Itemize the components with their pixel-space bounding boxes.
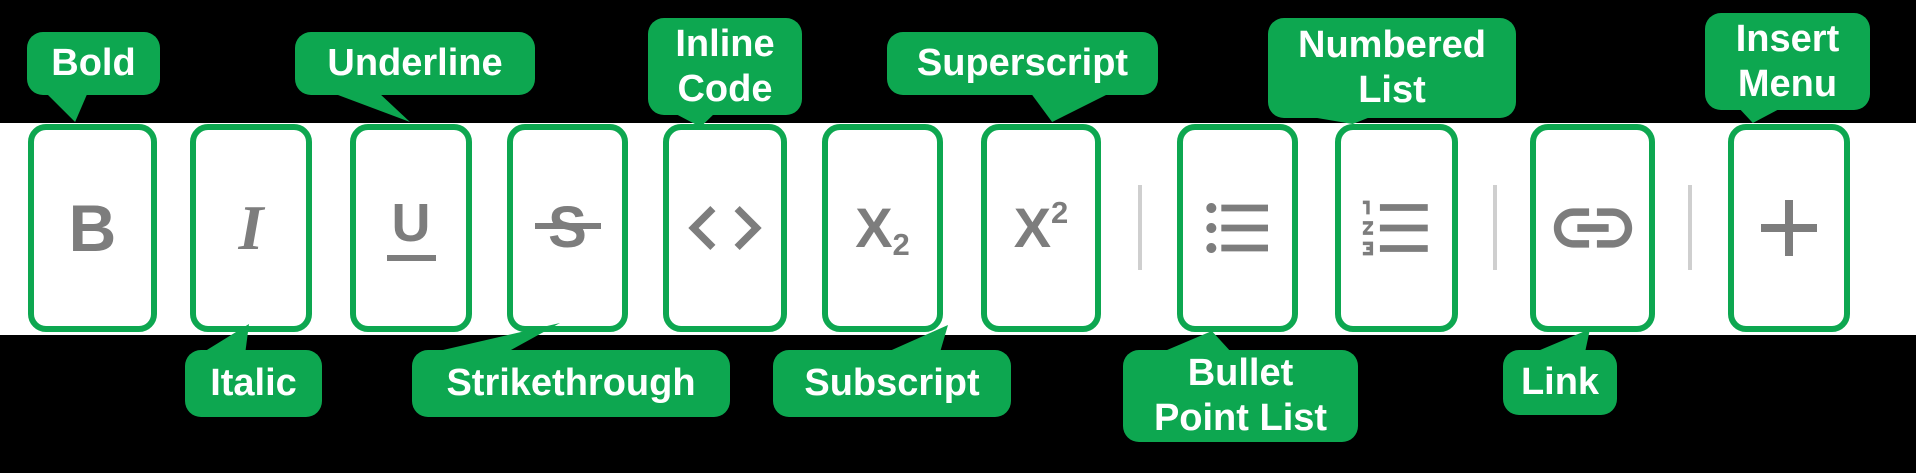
callout-subscript-label: Subscript <box>804 362 980 404</box>
callout-strikethrough-label: Strikethrough <box>446 362 696 404</box>
toolbar-button-italic[interactable]: I <box>190 124 312 332</box>
callout-bold: Bold <box>27 32 160 95</box>
toolbar-button-strikethrough[interactable]: S <box>507 124 628 332</box>
toolbar-divider <box>1493 185 1497 270</box>
callout-bullet-point-list: Bullet Point List <box>1123 350 1358 442</box>
link-icon <box>1553 208 1632 248</box>
callout-numbered-list-label: Numbered List <box>1298 24 1486 111</box>
toolbar-divider <box>1138 185 1142 270</box>
callout-numbered-list: Numbered List <box>1268 18 1516 118</box>
toolbar-divider <box>1688 185 1692 270</box>
toolbar-button-bold[interactable]: B <box>28 124 157 332</box>
callout-superscript: Superscript <box>887 32 1158 95</box>
callout-tail-underline <box>330 92 410 122</box>
bold-icon: B <box>68 191 117 265</box>
callout-insert-menu: Insert Menu <box>1705 13 1870 110</box>
callout-underline-label: Underline <box>327 42 503 84</box>
callout-subscript: Subscript <box>773 350 1011 417</box>
callout-strikethrough: Strikethrough <box>412 350 730 417</box>
bullet-list-icon <box>1205 203 1268 253</box>
callout-tail-superscript <box>1030 92 1112 122</box>
callout-bold-label: Bold <box>51 42 136 84</box>
toolbar-button-insert-menu[interactable] <box>1728 124 1850 332</box>
callout-link: Link <box>1503 350 1617 415</box>
callout-bullet-point-list-label: Bullet Point List <box>1153 352 1328 439</box>
toolbar-button-link[interactable] <box>1530 124 1655 332</box>
code-icon <box>688 206 762 250</box>
toolbar-button-bullet-list[interactable] <box>1177 124 1298 332</box>
callout-underline: Underline <box>295 32 535 95</box>
toolbar-button-underline[interactable]: U <box>350 124 472 332</box>
callout-tail-bold <box>45 92 88 122</box>
strikethrough-icon: S <box>548 195 587 260</box>
callout-italic: Italic <box>185 350 322 417</box>
callout-inline-code: Inline Code <box>648 18 802 115</box>
italic-icon: I <box>238 192 264 263</box>
numbered-list-icon <box>1362 200 1428 256</box>
plus-icon <box>1761 200 1817 256</box>
callout-inline-code-label: Inline Code <box>675 22 775 110</box>
callout-link-label: Link <box>1520 361 1600 403</box>
callout-insert-menu-label: Insert Menu <box>1735 17 1840 105</box>
callout-superscript-label: Superscript <box>916 42 1129 84</box>
underline-icon: U <box>386 196 436 261</box>
callout-italic-label: Italic <box>210 362 297 404</box>
toolbar-button-numbered-list[interactable] <box>1335 124 1458 332</box>
toolbar-button-inline-code[interactable] <box>663 124 787 332</box>
